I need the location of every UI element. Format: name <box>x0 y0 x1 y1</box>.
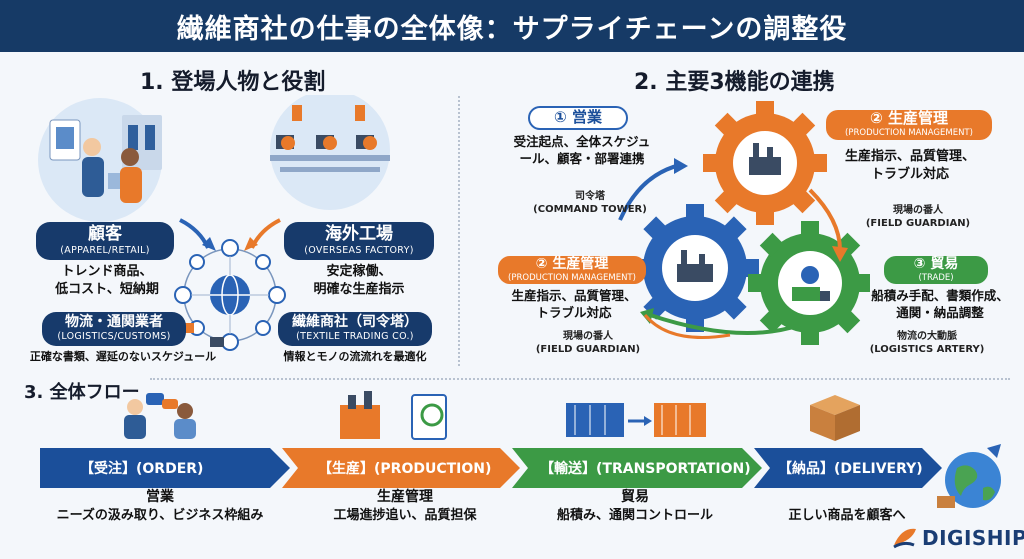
customer-desc: トレンド商品、 低コスト、短納期 <box>55 264 159 297</box>
logistics-pill: 物流・通関業者 (LOGISTICS/CUSTOMS) <box>42 312 186 346</box>
flow-step-order: 【受注】(ORDER) <box>40 448 290 488</box>
logistics-desc: 正確な書類、遅延のないスケジュール <box>29 350 217 363</box>
production-top-desc: 生産指示、品質管理、 トラブル対応 <box>844 149 975 182</box>
flow-role-delivery: 正しい商品を顧客へ <box>752 487 942 526</box>
section1-heading: 1. 登場人物と役割 <box>140 70 326 95</box>
factory-name: 海外工場 <box>325 224 393 244</box>
production-left-role: 現場の番人 (FIELD GUARDIAN) <box>535 331 641 355</box>
sales-desc: 受注起点、全体スケジュ ール、顧客・部署連携 <box>513 134 651 166</box>
flow-step-transportation: 【輸送】(TRANSPORTATION) <box>512 448 762 488</box>
flow-role-production: 生産管理 工場進捗追い、品質担保 <box>290 487 520 526</box>
customer-name: 顧客 <box>88 224 122 244</box>
gears-illustration <box>631 101 870 345</box>
production-left-desc: 生産指示、品質管理、 トラブル対応 <box>511 288 637 320</box>
flow-icons <box>124 391 860 441</box>
flow-role-desc: 正しい商品を顧客へ <box>788 508 906 524</box>
flow-role-desc: 工場進捗追い、品質担保 <box>333 508 477 524</box>
people-illustration <box>38 95 390 351</box>
trade-en: (TRADE) <box>918 272 954 283</box>
flow-role-order: 営業 ニーズの汲み取り、ビジネス枠組み <box>30 487 290 526</box>
production-left-en: (PRODUCTION MANAGEMENT) <box>508 272 636 283</box>
trading-pill: 繊維商社（司令塔） (TEXTILE TRADING CO.) <box>278 312 432 346</box>
production-top-en: (PRODUCTION MANAGEMENT) <box>845 127 973 138</box>
production-top-role: 現場の番人 (FIELD GUARDIAN) <box>865 205 971 229</box>
production-top-label: ② 生産管理 <box>870 109 948 127</box>
production-left-tag: ② 生産管理 (PRODUCTION MANAGEMENT) <box>498 256 646 284</box>
trade-label: ③ 貿易 <box>913 256 959 272</box>
factory-desc: 安定稼働、 明確な生産指示 <box>313 264 405 297</box>
flow-step-label: 【受注】(ORDER) <box>80 461 204 477</box>
logistics-name: 物流・通関業者 <box>65 314 163 330</box>
customer-pill: 顧客 (APPAREL/RETAIL) <box>36 222 174 260</box>
trading-desc: 情報とモノの流流れを最適化 <box>283 350 427 363</box>
trade-role: 物流の大動脈 (LOGISTICS ARTERY) <box>869 331 985 355</box>
flow-role-name: 貿易 <box>621 489 649 505</box>
section3-heading: 3. 全体フロー <box>24 382 140 403</box>
sales-tag: ① 営業 <box>528 106 628 130</box>
brand-logo: DIGISHIP <box>892 526 1024 550</box>
flow-role-transportation: 貿易 船積み、通関コントロール <box>520 487 750 526</box>
customer-en: (APPAREL/RETAIL) <box>60 244 150 256</box>
factory-en: (OVERSEAS FACTORY) <box>304 244 414 256</box>
logo-text: DIGISHIP <box>922 526 1024 550</box>
flow-step-label: 【生産】(PRODUCTION) <box>318 461 492 477</box>
trade-tag: ③ 貿易 (TRADE) <box>884 256 988 284</box>
flow-role-desc: ニーズの汲み取り、ビジネス枠組み <box>56 508 264 524</box>
trading-en: (TEXTILE TRADING CO.) <box>296 330 414 342</box>
section3-divider <box>150 378 1010 380</box>
production-top-tag: ② 生産管理 (PRODUCTION MANAGEMENT) <box>826 110 992 140</box>
flow-role-desc: 船積み、通関コントロール <box>556 508 713 524</box>
flow-step-production: 【生産】(PRODUCTION) <box>282 448 520 488</box>
flow-role-name <box>752 487 942 507</box>
production-left-label: ② 生産管理 <box>535 256 609 272</box>
section-divider <box>458 96 460 366</box>
flow-step-delivery: 【納品】(DELIVERY) <box>754 448 942 488</box>
flow-role-name: 生産管理 <box>377 489 433 505</box>
sales-role: 司令塔 (COMMAND TOWER) <box>533 191 647 215</box>
cycle-arrows <box>618 158 848 339</box>
logo-mark-icon <box>893 528 916 549</box>
globe-icon <box>937 444 1001 508</box>
trading-name: 繊維商社（司令塔） <box>292 314 418 330</box>
page-title: 繊維商社の仕事の全体像：サプライチェーンの調整役 <box>0 0 1024 52</box>
section2-heading: 2. 主要3機能の連携 <box>634 70 835 95</box>
flow-step-label: 【輸送】(TRANSPORTATION) <box>540 461 751 477</box>
flow-role-name: 営業 <box>146 489 174 505</box>
trade-desc: 船積み手配、書類作成、 通関・納品調整 <box>871 288 1009 320</box>
flow-step-label: 【納品】(DELIVERY) <box>778 461 923 477</box>
logistics-en: (LOGISTICS/CUSTOMS) <box>57 330 171 342</box>
factory-pill: 海外工場 (OVERSEAS FACTORY) <box>284 222 434 260</box>
